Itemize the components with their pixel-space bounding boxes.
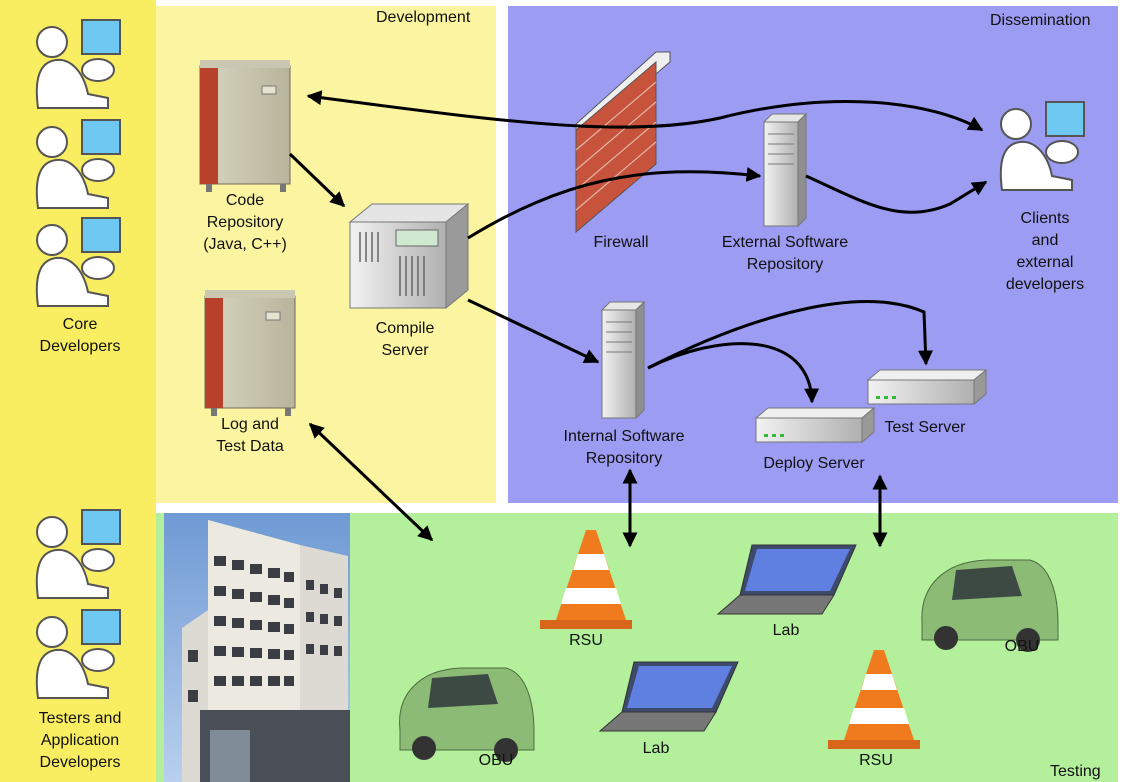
- core-developers-label: Core Developers: [39, 316, 121, 355]
- traffic-cone-icon: [540, 530, 632, 629]
- external-repository-server-icon: [762, 112, 808, 228]
- person-icon: [35, 509, 121, 599]
- development-region-title: Development: [376, 9, 471, 26]
- lab-label: Lab: [642, 740, 670, 757]
- obu-label: OBU: [1004, 638, 1040, 655]
- internal-repository-label: Internal Software Repository: [563, 428, 685, 467]
- external-repository-label: External Software Repository: [721, 234, 849, 273]
- firewall-label: Firewall: [593, 234, 649, 251]
- arrow-log-testing: [308, 422, 434, 542]
- dissemination-region-title: Dissemination: [990, 12, 1091, 29]
- test-server-label: Test Server: [884, 419, 966, 436]
- laptop-icon: [598, 661, 739, 732]
- rsu-label: RSU: [859, 752, 893, 769]
- person-icon: [35, 119, 121, 209]
- building-photo: [164, 513, 350, 782]
- log-test-data-rack-icon: [204, 290, 296, 416]
- deploy-server-icon: [754, 406, 876, 444]
- test-server-icon: [866, 368, 988, 406]
- clients-person-icon: [999, 101, 1085, 191]
- clients-label: Clients and external developers: [1005, 210, 1085, 293]
- arrow-internal-test: [647, 300, 933, 370]
- compile-server-label: Compile Server: [375, 320, 435, 359]
- laptop-icon: [716, 544, 857, 615]
- code-repository-label: Code Repository (Java, C++): [203, 192, 287, 253]
- smart-car-icon: [399, 667, 535, 762]
- testers-label: Testers and Application Developers: [38, 710, 122, 771]
- arrow-external-clients: [805, 174, 988, 214]
- lab-label: Lab: [772, 622, 800, 639]
- code-repository-rack-icon: [199, 60, 291, 192]
- smart-car-icon: [921, 559, 1059, 652]
- traffic-cone-icon: [828, 650, 920, 749]
- arrows: [288, 90, 988, 548]
- compile-server-icon: [348, 202, 470, 310]
- arrow-compile-external: [467, 166, 762, 240]
- log-test-data-label: Log and Test Data: [216, 416, 284, 455]
- arrow-code-repo-compile: [288, 152, 346, 208]
- arrow-compile-internal: [467, 298, 600, 364]
- person-icon: [35, 19, 121, 109]
- testing-region-title: Testing: [1050, 763, 1101, 780]
- obu-label: OBU: [478, 752, 514, 769]
- left-strip-region: [0, 0, 156, 782]
- deploy-server-label: Deploy Server: [763, 455, 865, 472]
- person-icon: [35, 609, 121, 699]
- rsu-label: RSU: [569, 632, 603, 649]
- internal-repository-server-icon: [600, 300, 646, 420]
- arrow-code-repo-clients: [306, 90, 984, 132]
- person-icon: [35, 217, 121, 307]
- arrow-internal-deploy: [647, 342, 820, 404]
